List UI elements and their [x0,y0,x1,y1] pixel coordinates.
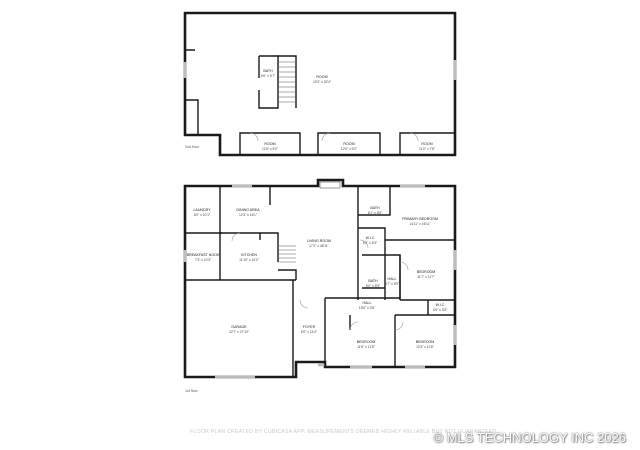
room-dimensions: 11'8" x 9'0" [262,147,279,151]
room-dimensions: 17'2" x 48'11" [309,244,329,248]
room-dimensions: 11'10" x 10'2" [239,258,259,262]
room-label: BEDROOM [357,340,376,344]
room-label: W.I.C [436,303,445,307]
room-label: W.I.C [366,236,375,240]
room-dimensions: 12'3" x 16'1" [239,213,258,217]
room-dimensions: 5'0" x 8'5" [366,284,381,288]
room-label: BREAKFAST NOOK [187,253,220,257]
floor-label-1st: 1st floor [185,389,199,393]
room-dimensions: 12'4" x 11'8" [416,345,435,349]
room-dimensions: 7'3" x 10'3" [195,258,212,262]
second-floor-plan [183,11,457,157]
room-dimensions: 11'0" x 7'8" [419,147,436,151]
room-label: ROOM [421,142,432,146]
room-label: HALL [363,301,372,305]
room-label: DINING AREA [236,208,260,212]
room-label: BATH [368,279,378,283]
room-dimensions: 22'7" x 27'10" [229,330,250,334]
copyright-watermark: © MLS TECHNOLOGY INC 2026 [433,430,626,445]
room-label: LAUNDRY [193,208,211,212]
room-label: BEDROOM [417,270,436,274]
bath-label: BATH [263,69,273,73]
room-dimensions: 15'3" x 32'4" [313,80,332,84]
room-label: HALL [388,277,397,281]
room-label: ROOM [343,142,354,146]
room-dimensions: 3'7" x 8'9" [385,282,400,286]
room-dimensions: 11'8" x 11'8" [357,345,375,349]
room-dimensions: 18'6" x 3'8" [359,306,376,310]
floor-plan-disclaimer: FLOOR PLAN CREATED BY CUBICASA APP. MEAS… [190,429,499,435]
floor-label-2nd: 2nd floor [185,145,200,149]
room-dimensions: 11'7" x 11'7" [417,275,435,279]
room-dimensions: 6'0" x 14'4" [301,330,318,334]
room-label: BEDROOM [416,340,435,344]
room-label: KITCHEN [241,253,257,257]
room-label: BATH [370,206,380,210]
room-dimensions: 6'1" x 8'8" [368,211,383,215]
room-dimensions: 14'11" x 16'11" [409,222,431,226]
room-label: PRIMARY BEDROOM [402,217,438,221]
room-label: ROOM [316,75,327,79]
room-label: LIVING ROOM [307,239,331,243]
room-dimensions: 4'6" x 3'8" [433,308,448,312]
room-label: GARAGE [231,325,247,329]
first-floor-plan [183,178,457,379]
room-dimensions: 8'0" x 10'1" [194,213,211,217]
room-dimensions: 5'0" x 6'3" [363,241,378,245]
room-dimensions: 12'6" x 9'2" [341,147,358,151]
room-label: FOYER [303,325,316,329]
bath-dimensions: 5'6" x 6'7" [261,74,276,78]
room-label: ROOM [264,142,275,146]
